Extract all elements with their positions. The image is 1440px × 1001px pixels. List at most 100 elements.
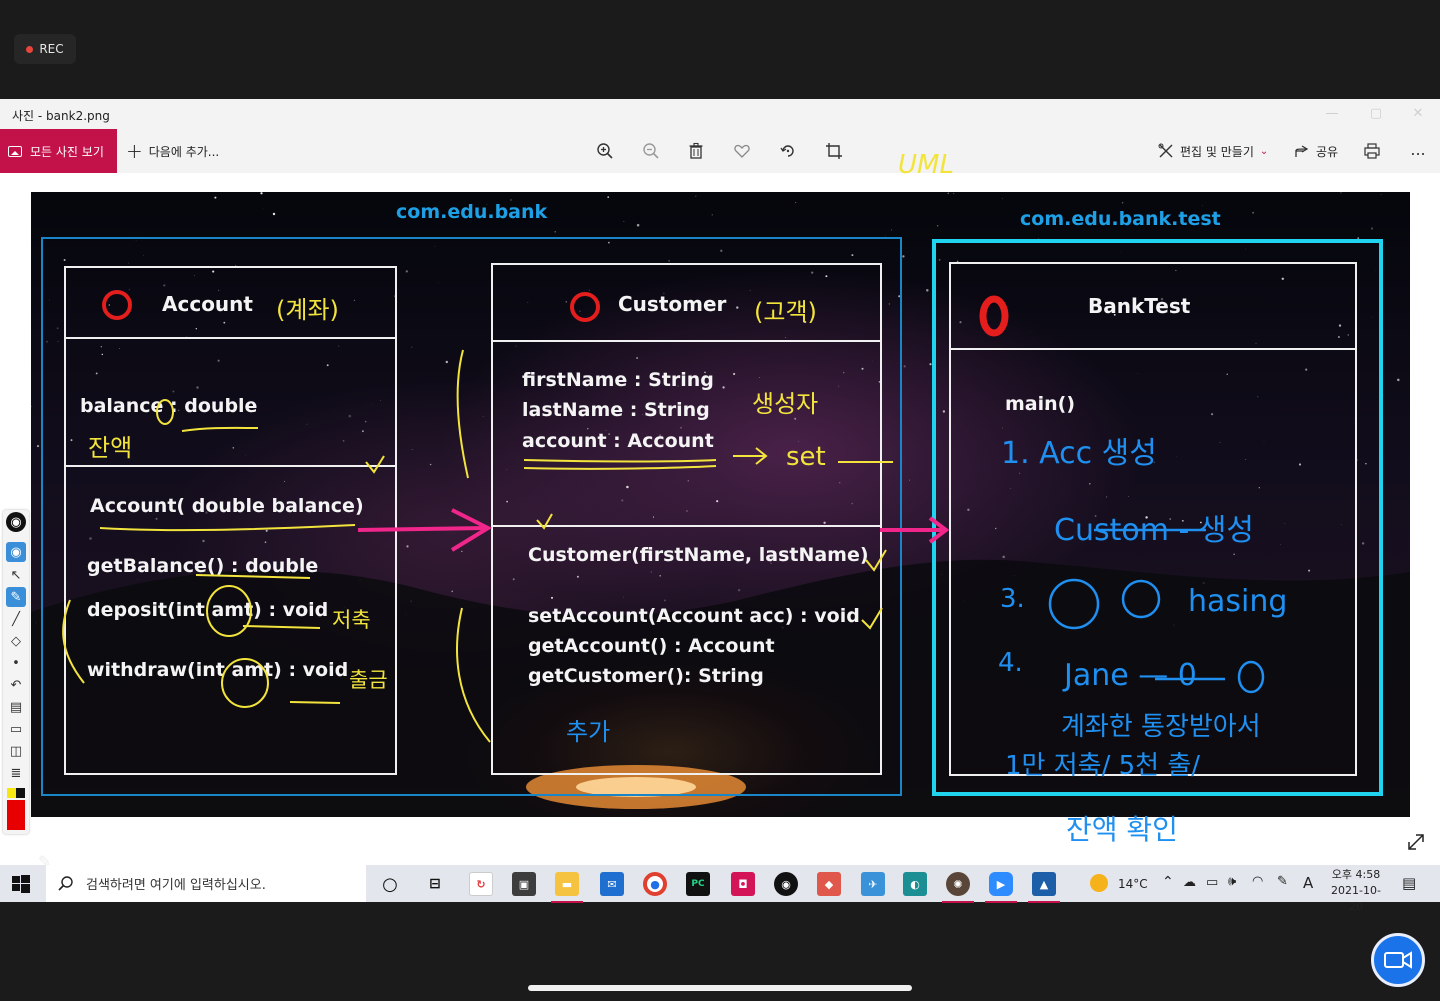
star	[326, 364, 329, 367]
pen-app-icon[interactable]: ◉	[774, 872, 798, 896]
weather-sun-icon[interactable]	[1090, 874, 1108, 892]
star	[1347, 334, 1349, 336]
delete-icon[interactable]	[686, 141, 706, 161]
color-swatch-red[interactable]	[7, 800, 25, 830]
star	[942, 410, 946, 413]
home-indicator[interactable]	[528, 985, 912, 991]
star	[338, 345, 340, 347]
star	[720, 249, 723, 252]
star	[885, 235, 886, 237]
taskbar-clock[interactable]: 오후 4:58 2021-10-20	[1326, 867, 1386, 915]
cloud-icon[interactable]: ☁	[1183, 875, 1196, 890]
whiteboard-app-icon[interactable]: ◆	[817, 872, 841, 896]
eye-toggle-icon[interactable]: ◉	[6, 542, 26, 562]
pen-app-logo-icon[interactable]: ◉	[6, 512, 26, 532]
input-method[interactable]: A	[1303, 874, 1314, 892]
class-separator	[493, 340, 880, 342]
store-icon[interactable]: ▣	[512, 872, 536, 896]
star	[888, 303, 890, 305]
task-view-icon[interactable]: ⊟	[429, 876, 441, 892]
star	[804, 320, 807, 324]
customer-field: firstName : String	[522, 369, 714, 391]
notification-icon[interactable]: ▤	[1402, 874, 1417, 892]
media-app-icon[interactable]: ◘	[731, 872, 755, 896]
battery-icon[interactable]: ▭	[1206, 875, 1219, 890]
camera-icon[interactable]: ◫	[9, 743, 23, 759]
all-photos-label: 모든 사진 보기	[30, 144, 104, 159]
board-icon[interactable]: ▭	[9, 721, 23, 737]
wifi-icon[interactable]: ◠	[1252, 874, 1264, 889]
star	[686, 510, 688, 512]
windows-start-icon[interactable]	[12, 875, 30, 893]
zoom-out-icon[interactable]	[641, 141, 661, 161]
color-swatch-yellow[interactable]	[7, 788, 16, 798]
star	[482, 416, 484, 417]
file-explorer-icon[interactable]: ▬	[551, 872, 583, 903]
zoom-in-icon[interactable]	[595, 141, 615, 161]
note-step5: 계좌한 통장받아서	[1061, 712, 1261, 742]
pen-workspace-icon[interactable]: ✎	[1277, 874, 1288, 889]
minimize-button[interactable]: —	[1325, 106, 1339, 121]
chrome-icon[interactable]: ●	[643, 872, 667, 896]
add-to-button[interactable]: + 다음에 추가...	[126, 129, 219, 173]
photos-window: 사진 - bank2.png — ▢ ✕ 모든 사진 보기 + 다음에 추가..…	[0, 99, 1440, 865]
notes-icon[interactable]: ≣	[10, 765, 22, 781]
game-app-icon[interactable]: ✺	[942, 872, 974, 903]
video-camera-button[interactable]	[1371, 933, 1425, 987]
mail-icon[interactable]: ✉	[600, 872, 624, 896]
star	[588, 289, 591, 291]
rotate-icon[interactable]	[778, 141, 798, 161]
note-withdraw: 출금	[349, 668, 388, 692]
pycharm-icon[interactable]: PC	[686, 872, 710, 896]
transfer-app-icon[interactable]: ✈	[861, 872, 885, 896]
dot-size-icon[interactable]: •	[12, 655, 20, 671]
eraser-icon[interactable]: ◇	[11, 633, 21, 649]
sync-app-icon[interactable]: ↻	[469, 872, 493, 896]
note-step4-number: 4.	[998, 648, 1023, 678]
all-photos-button[interactable]: 모든 사진 보기	[0, 129, 117, 173]
volume-icon[interactable]: 🕪	[1228, 874, 1237, 889]
eclipse-app-icon[interactable]: ◐	[903, 872, 927, 896]
star	[372, 404, 374, 405]
star	[794, 417, 797, 420]
star	[205, 511, 208, 514]
edit-tools-icon	[1158, 143, 1173, 158]
star	[1370, 227, 1374, 230]
maximize-button[interactable]: ▢	[1369, 106, 1383, 121]
star	[1175, 269, 1177, 272]
star	[70, 439, 73, 442]
note-step3-number: 3.	[1000, 584, 1025, 614]
cursor-select-icon[interactable]: ↖	[10, 567, 22, 583]
taskbar-search[interactable]: 검색하려면 여기에 입력하십시오.	[46, 865, 366, 902]
star	[622, 596, 624, 598]
star	[411, 346, 413, 348]
trash-icon[interactable]: ▤	[9, 699, 23, 715]
color-swatch-black[interactable]	[7, 788, 25, 798]
close-button[interactable]: ✕	[1412, 106, 1424, 121]
star	[851, 254, 854, 257]
print-icon[interactable]	[1362, 141, 1382, 161]
running-indicator	[985, 901, 1017, 903]
expand-icon[interactable]	[1406, 832, 1426, 852]
share-button[interactable]: 공유	[1294, 129, 1338, 173]
more-options-button[interactable]: ...	[1410, 139, 1426, 159]
star	[797, 441, 799, 442]
star	[908, 479, 910, 481]
package-main-box	[41, 237, 902, 796]
star	[186, 336, 187, 337]
photos-app-icon[interactable]: ▲	[1028, 872, 1060, 903]
zoom-icon[interactable]: ▶	[985, 872, 1017, 903]
star	[811, 271, 814, 274]
undo-icon[interactable]: ↶	[10, 677, 22, 693]
edit-create-button[interactable]: 편집 및 만들기 ⌄	[1158, 129, 1268, 173]
highlighter-icon[interactable]: ✎	[6, 587, 26, 607]
chevron-up-icon[interactable]: ⌃	[1162, 874, 1174, 890]
crop-icon[interactable]	[824, 141, 844, 161]
star	[506, 500, 508, 503]
cortana-icon[interactable]: ○	[382, 873, 398, 895]
favorite-heart-icon[interactable]	[732, 141, 752, 161]
title-bar: 사진 - bank2.png — ▢ ✕	[0, 99, 1440, 129]
star	[1281, 277, 1285, 281]
line-tool-icon[interactable]: ╱	[12, 611, 20, 627]
